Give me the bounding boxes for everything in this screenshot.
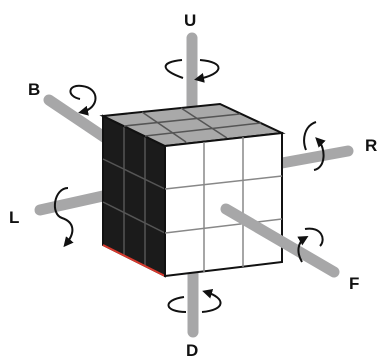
cube-top-face-grid (123, 107, 262, 143)
axis-l-bar (34, 190, 109, 216)
f-rotation-arrow-icon (298, 227, 324, 263)
axis-label-d: D (186, 341, 198, 360)
b-rotation-arrow-icon (69, 84, 97, 116)
axis-labels: U B R L F D (9, 11, 377, 360)
rotation-arrows (53, 59, 324, 313)
u-rotation-arrow-icon (164, 59, 220, 79)
cube-front-face-grid (164, 137, 283, 272)
cube (99, 102, 286, 278)
r-rotation-arrow-icon (303, 121, 323, 171)
axis-r-bar (276, 145, 354, 169)
axis-label-r: R (365, 136, 377, 155)
l-rotation-arrow-icon (53, 187, 74, 248)
cube-left-bottom-edge-accent (102, 244, 166, 277)
axis-label-b: B (28, 80, 40, 99)
axis-label-u: U (184, 11, 196, 30)
axes-back (34, 32, 354, 338)
axis-label-f: F (349, 274, 359, 293)
d-rotation-arrow-icon (167, 292, 222, 313)
axis-label-l: L (9, 208, 19, 227)
cube-left-face-grid (102, 126, 166, 266)
axis-f-bar (220, 203, 340, 278)
axis-b-bar (43, 94, 116, 147)
